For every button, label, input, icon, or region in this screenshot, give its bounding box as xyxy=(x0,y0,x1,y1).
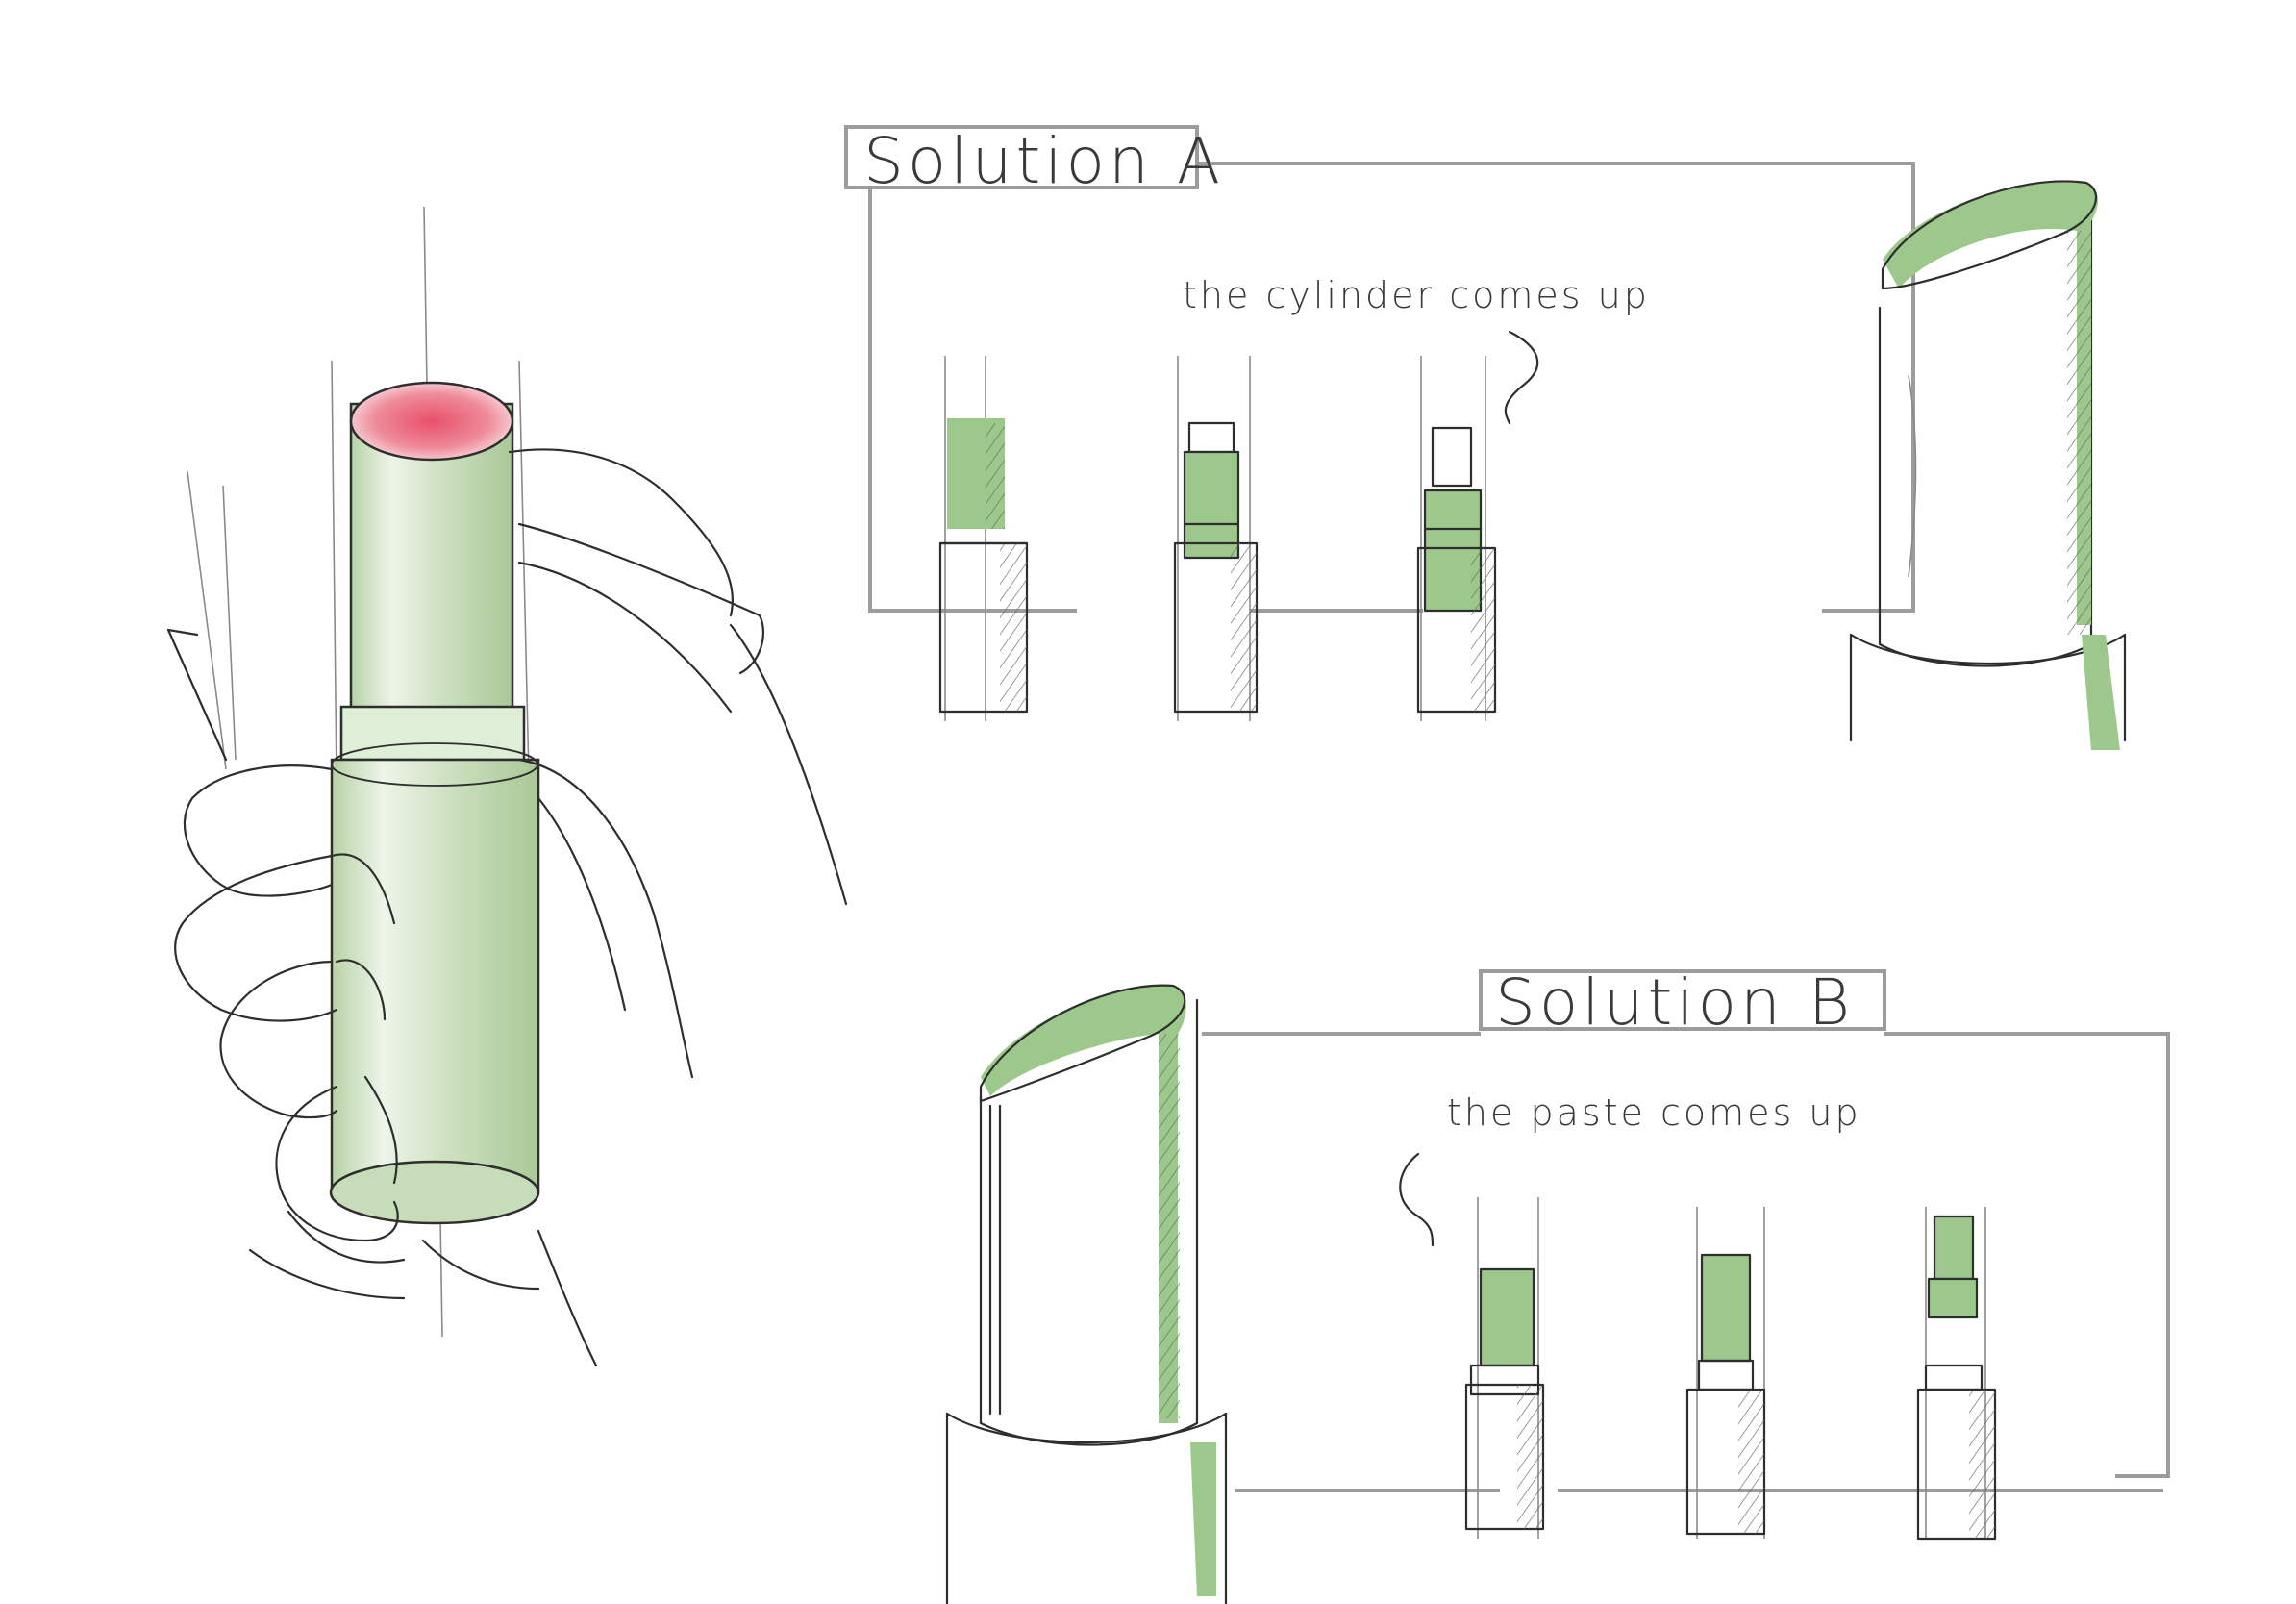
solution-a-stage-1 xyxy=(938,356,1029,721)
solution-a-note: the cylinder comes up xyxy=(1183,274,1650,316)
solution-a-stage-2 xyxy=(1173,356,1259,721)
solution-a-stage-3 xyxy=(1416,356,1497,721)
hand-holding-lipstick-illustration xyxy=(166,206,848,1367)
solution-b-stage-3 xyxy=(1916,1207,1997,1541)
solution-b-title: Solution B xyxy=(1495,965,1854,1040)
lipstick-tip xyxy=(349,381,514,462)
solution-b-group: Solution B the paste comes up xyxy=(945,965,2170,1604)
solution-b-note-leader xyxy=(1399,1152,1435,1247)
solution-a-group: Solution A the cylinder comes up xyxy=(844,124,2127,750)
solution-b-note: the paste comes up xyxy=(1447,1091,1861,1134)
solution-a-angled-lipstick xyxy=(1849,180,2127,750)
lipstick-lower-tube xyxy=(330,758,540,1194)
solution-b-stage-1 xyxy=(1464,1197,1545,1539)
solution-a-note-leader xyxy=(1504,330,1539,425)
solution-b-angled-lipstick xyxy=(945,984,1228,1604)
solution-b-stage-2 xyxy=(1685,1207,1766,1539)
solution-a-title: Solution A xyxy=(863,124,1224,198)
